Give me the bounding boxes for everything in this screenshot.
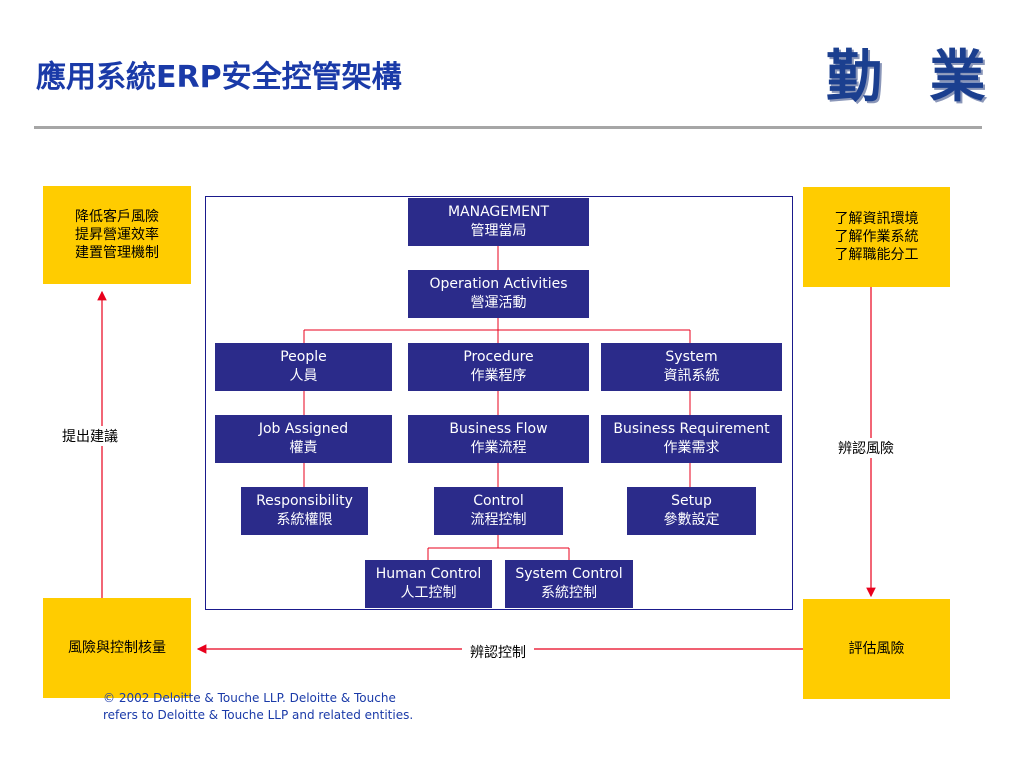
goal-line-1: 降低客戶風險 [75, 209, 159, 225]
node-responsibility: Responsibility 系統權限 [241, 487, 368, 535]
node-job-zh: 權責 [289, 440, 318, 456]
copyright-line-2: refers to Deloitte & Touche LLP and rela… [103, 708, 414, 722]
node-people-en: People [280, 349, 327, 365]
company-logo: 勤 業 [826, 44, 1000, 110]
node-flow-zh: 作業流程 [470, 440, 527, 456]
identify-risk-label: 辨認風險 [838, 438, 894, 458]
framework-frame [205, 196, 793, 610]
node-job-en: Job Assigned [258, 421, 349, 437]
assess-risk-label: 評估風險 [848, 641, 905, 657]
node-people: People 人員 [215, 343, 392, 391]
node-control-zh: 流程控制 [470, 512, 527, 528]
node-procedure-en: Procedure [463, 349, 534, 365]
understand-box: 了解資訊環境 了解作業系統 了解職能分工 [803, 187, 950, 287]
node-control-en: Control [473, 493, 524, 509]
node-procedure: Procedure 作業程序 [408, 343, 589, 391]
node-management: MANAGEMENT 管理當局 [408, 198, 589, 246]
node-system-control: System Control 系統控制 [505, 560, 633, 608]
risk-control-box: 風險與控制核量 [43, 598, 191, 698]
node-business-flow: Business Flow 作業流程 [408, 415, 589, 463]
node-responsibility-en: Responsibility [256, 493, 353, 509]
node-setup: Setup 參數設定 [627, 487, 756, 535]
understand-line-1: 了解資訊環境 [834, 211, 919, 227]
node-management-zh: 管理當局 [470, 223, 527, 239]
node-requirement-zh: 作業需求 [663, 440, 720, 456]
risk-control-label: 風險與控制核量 [68, 640, 166, 656]
node-operation-en: Operation Activities [429, 276, 568, 292]
node-responsibility-zh: 系統權限 [276, 512, 333, 528]
title-divider [34, 126, 982, 129]
understand-line-3: 了解職能分工 [834, 247, 919, 263]
node-flow-en: Business Flow [449, 421, 548, 437]
goal-line-2: 提昇營運效率 [75, 227, 159, 243]
node-setup-en: Setup [671, 493, 712, 509]
node-business-requirement: Business Requirement 作業需求 [601, 415, 782, 463]
understand-line-2: 了解作業系統 [834, 229, 919, 245]
assess-risk-box: 評估風險 [803, 599, 950, 699]
node-operation-zh: 營運活動 [470, 295, 527, 311]
page-title: 應用系統ERP安全控管架構 [36, 60, 402, 95]
node-human-control: Human Control 人工控制 [365, 560, 492, 608]
copyright-notice: © 2002 Deloitte & Touche LLP. Deloitte &… [103, 690, 413, 724]
node-human-en: Human Control [375, 566, 482, 582]
node-system-en: System [665, 349, 718, 365]
node-syscontrol-zh: 系統控制 [541, 585, 597, 601]
node-system: System 資訊系統 [601, 343, 782, 391]
node-job-assigned: Job Assigned 權責 [215, 415, 392, 463]
copyright-line-1: © 2002 Deloitte & Touche LLP. Deloitte &… [103, 691, 396, 705]
node-management-en: MANAGEMENT [447, 204, 550, 220]
node-setup-zh: 參數設定 [663, 512, 720, 528]
node-people-zh: 人員 [289, 368, 318, 384]
node-procedure-zh: 作業程序 [470, 368, 527, 384]
node-system-zh: 資訊系統 [663, 368, 720, 384]
node-operation: Operation Activities 營運活動 [408, 270, 589, 318]
goal-box: 降低客戶風險 提昇營運效率 建置管理機制 [43, 186, 191, 284]
node-control: Control 流程控制 [434, 487, 563, 535]
goal-line-3: 建置管理機制 [75, 245, 159, 261]
node-syscontrol-en: System Control [515, 566, 623, 582]
identify-control-label: 辨認控制 [462, 642, 534, 662]
suggest-label: 提出建議 [62, 426, 118, 446]
node-requirement-en: Business Requirement [613, 421, 770, 437]
node-human-zh: 人工控制 [400, 585, 457, 601]
